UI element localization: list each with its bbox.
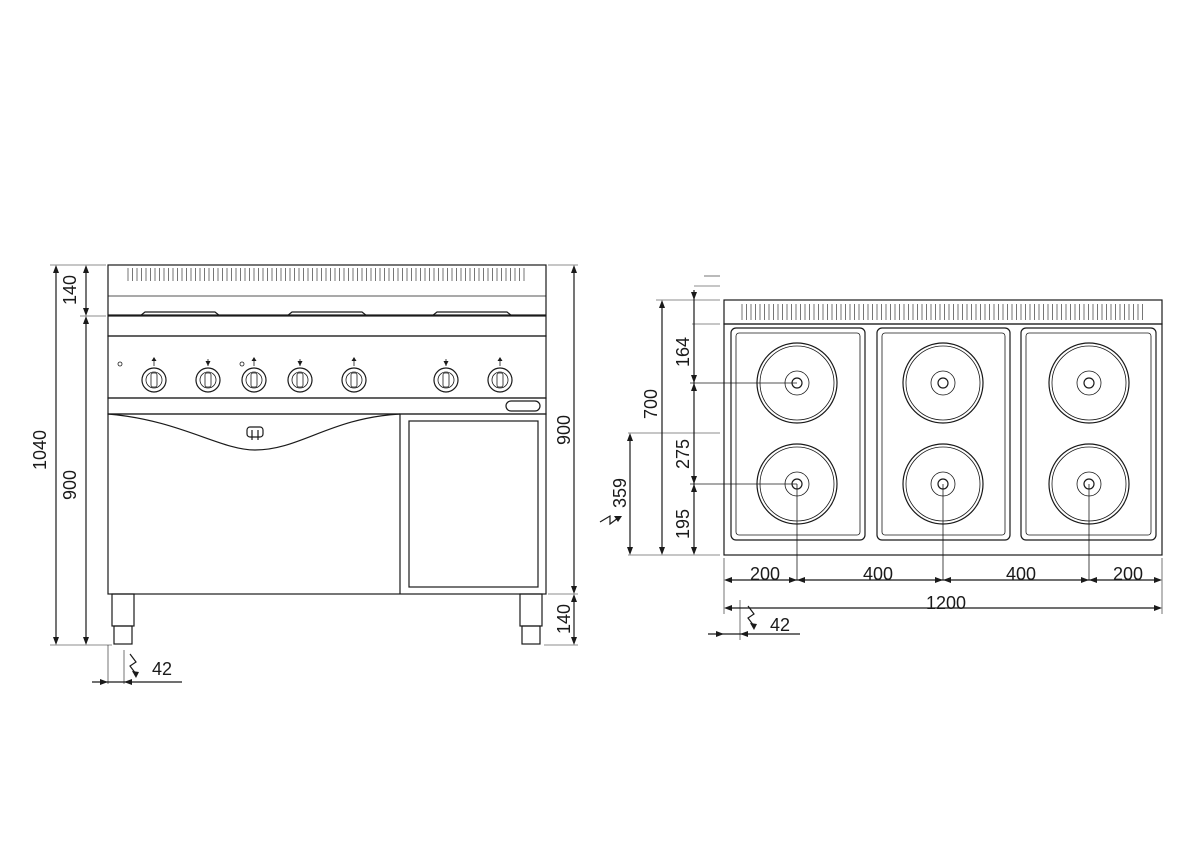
dim-spacing-2: 400 bbox=[1006, 564, 1036, 584]
electric-connection-symbol bbox=[599, 514, 622, 526]
hotplate-top-2 bbox=[286, 311, 368, 317]
handle-strip bbox=[107, 397, 547, 415]
knob-indicator-icon bbox=[205, 359, 211, 366]
dim-total-width: 1200 bbox=[926, 593, 966, 613]
rotary-knob bbox=[287, 359, 313, 393]
backsplash bbox=[107, 264, 547, 316]
dim-row-spacing: 275 bbox=[673, 439, 693, 469]
knob-indicator-icon bbox=[443, 359, 449, 366]
dim-body-height-left: 900 bbox=[60, 470, 80, 500]
front-view: 1040 140 900 900 140 42 bbox=[30, 264, 578, 685]
dim-spacing-1: 400 bbox=[863, 564, 893, 584]
knob-indicator-icon bbox=[251, 357, 257, 366]
knob-indicator-icon bbox=[351, 357, 357, 366]
backsplash-vents bbox=[127, 268, 525, 281]
dim-electric-offset-top: 42 bbox=[770, 615, 790, 635]
hotplate bbox=[902, 342, 984, 424]
hotplate-top-3 bbox=[431, 311, 513, 317]
hotplate-top-1 bbox=[139, 311, 221, 317]
indicator-lamp bbox=[505, 400, 541, 412]
top-view: 700 164 275 195 359 200 400 40 bbox=[599, 275, 1163, 640]
rotary-knob bbox=[341, 357, 367, 393]
dim-electric-offset-front: 42 bbox=[152, 659, 172, 679]
cooktop-section bbox=[876, 327, 1011, 541]
dim-back-to-row1: 164 bbox=[673, 337, 693, 367]
control-panel bbox=[107, 335, 547, 399]
electric-connection-symbol bbox=[747, 605, 757, 630]
dim-side-right: 200 bbox=[1113, 564, 1143, 584]
worktop bbox=[107, 315, 547, 337]
knob-indicator-icon bbox=[151, 357, 157, 366]
rotary-knob bbox=[487, 357, 513, 393]
cooktop-section bbox=[1020, 327, 1157, 541]
oven-door-top bbox=[107, 413, 401, 451]
rotary-knob bbox=[433, 359, 459, 393]
cooktop-section bbox=[730, 327, 866, 541]
rotary-knob bbox=[241, 357, 267, 393]
rotary-knob bbox=[141, 357, 167, 393]
top-backsplash bbox=[723, 299, 1163, 325]
dim-backsplash: 140 bbox=[60, 275, 80, 305]
knob-indicator-icon bbox=[497, 357, 503, 366]
cupboard-door bbox=[408, 420, 539, 588]
dim-leg-height: 140 bbox=[554, 604, 574, 634]
knob-row bbox=[141, 357, 513, 393]
hotplate bbox=[1048, 342, 1130, 424]
dim-side-left: 200 bbox=[750, 564, 780, 584]
leg-right bbox=[519, 593, 543, 645]
dim-electric-height: 359 bbox=[610, 478, 630, 508]
knob-indicator-icon bbox=[297, 359, 303, 366]
dim-total-height: 1040 bbox=[30, 430, 50, 470]
rotary-knob bbox=[195, 359, 221, 393]
dim-front-to-row2: 195 bbox=[673, 509, 693, 539]
hotplate-grid bbox=[730, 327, 1157, 541]
cabinet-body bbox=[107, 413, 547, 595]
dim-depth: 700 bbox=[641, 389, 661, 419]
electric-connection-symbol bbox=[129, 653, 139, 678]
leg-left bbox=[111, 593, 135, 645]
dim-body-height-right: 900 bbox=[554, 415, 574, 445]
brand-logo bbox=[246, 426, 264, 440]
top-backsplash-vents bbox=[741, 304, 1143, 320]
